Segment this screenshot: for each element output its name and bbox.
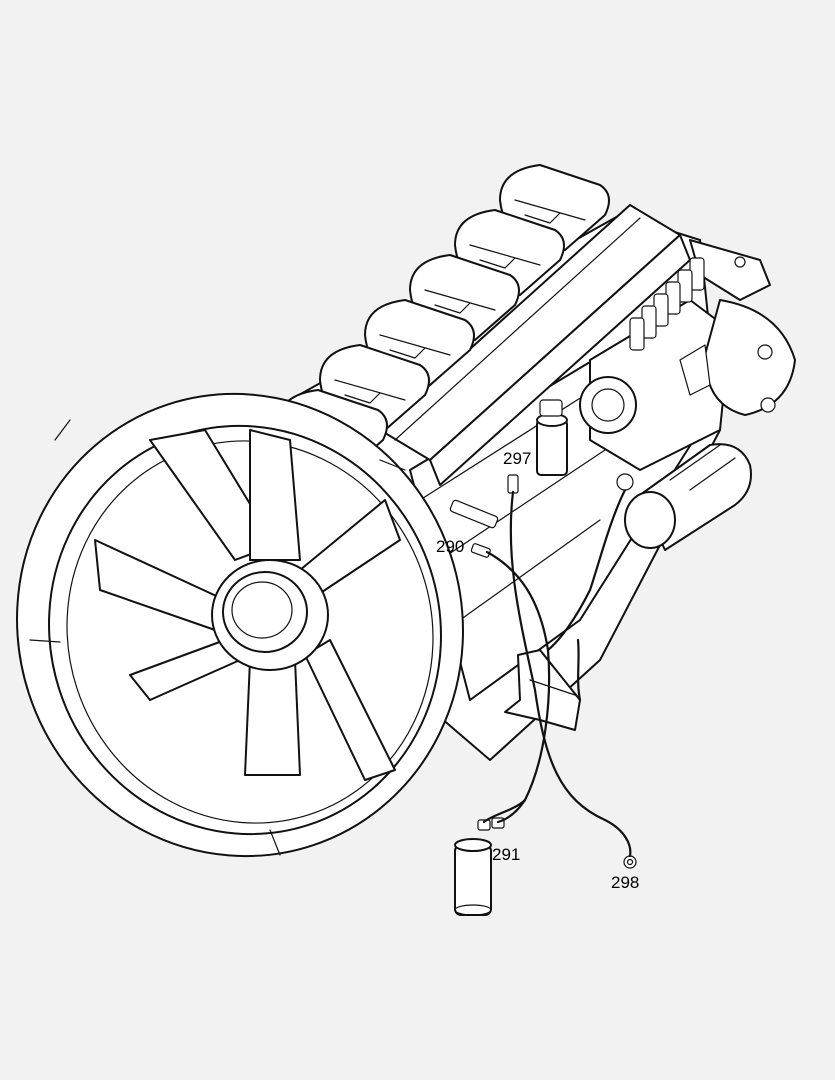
callout-298: 298 [611,873,640,892]
mounting-bracket [504,649,581,731]
callout-290: 290 [436,537,465,556]
ring-terminal-298 [623,855,637,869]
sensor-297 [507,474,519,494]
callout-291: 291 [492,845,521,864]
fan-hub [211,559,329,671]
callout-297: 297 [503,449,532,468]
sensor-291-canister [454,817,505,916]
filter-canister [536,399,568,476]
valve-cover-rail [379,204,691,486]
wiring-harness [482,473,634,858]
injection-pump [579,239,796,471]
starter-motor [624,443,752,551]
fan-blades [94,429,401,781]
